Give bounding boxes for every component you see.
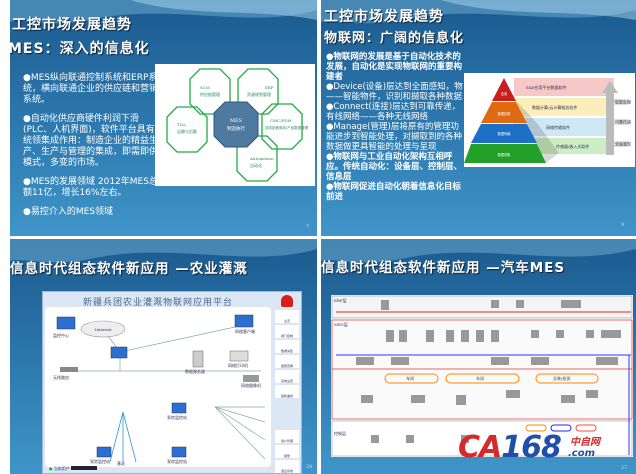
node-label: 泵房监控站 (167, 458, 187, 464)
wave-decoration (321, 239, 636, 263)
slide-title: 信息时代组态软件新应用 —农业灌溉 (10, 261, 248, 277)
user-icon: ● (49, 466, 53, 471)
node-label: 泵房监控站 (90, 458, 110, 464)
side-button-exit[interactable]: 退出系统 (275, 460, 299, 473)
iot-pyramid-diagram: 应用 数据处理 数据传输 数据采集 EAP应用平台数据软件 数据计算/云计算服务… (464, 73, 635, 167)
logo-cn: 中自网 (570, 437, 600, 448)
level-label: 数据传输 (498, 131, 512, 136)
side-label: 全面感知 (615, 141, 631, 147)
ring-label: 总装/检测 (553, 375, 570, 381)
bullet-list: ●MES纵向联通控制系统和ERP系统，横向联通企业的供应链和营销系统。 ●自动化… (23, 73, 163, 226)
network-area: Internet 监控中心 网络客户端 数据服务器 网络打印机 无线路由 网络摄… (45, 307, 271, 467)
node-label: SCM (200, 85, 210, 90)
band-label: 网络传输软件 (546, 124, 570, 130)
node-label: Automation (249, 156, 274, 161)
ring-label: 车间 (406, 375, 414, 381)
wave-decoration (10, 0, 317, 24)
level-label: 应用 (501, 91, 507, 96)
user-label: 当前用户 (53, 466, 70, 471)
bullet: ●易控介入的MES领域 (23, 207, 114, 217)
side-label: 可靠传递 (615, 119, 631, 125)
footer-user: ● 当前用户 (49, 466, 98, 472)
node-label: 网络客户端 (235, 328, 255, 334)
center-sublabel: 制造执行 (227, 125, 245, 132)
node-sublabel: 运输与后勤 (177, 128, 197, 134)
bullet: ●物联网与工业自动化架构互相呼应。传统自动化：设备层、控制层、信息层 (326, 152, 463, 182)
slide-title: 工控市场发展趋势 (324, 9, 444, 25)
side-button-alarm[interactable]: 报警查看 (275, 355, 299, 368)
node-label: 数据服务器 (185, 368, 205, 374)
slide-subtitle: MES：深入的信息化 (10, 41, 150, 57)
band-label: 数据计算/云计算服务软件 (532, 104, 577, 110)
layer-label: 控制层 (334, 430, 346, 436)
wave-decoration (10, 239, 317, 263)
node-label: 网络打印机 (228, 362, 248, 368)
bullet: ●物联网促进自动化朝着信息化目标前进 (326, 182, 461, 202)
center-label: MES (230, 118, 243, 124)
alarm-light-icon (281, 295, 293, 307)
side-button-trend[interactable]: 趋势曲线 (275, 385, 299, 398)
side-button-warning[interactable]: 报警 (275, 445, 299, 458)
node-sublabel: 协同制造商务/产品数据管理 (265, 125, 309, 130)
ring-label: 车间 (476, 375, 484, 381)
node-label: 基站 (117, 460, 125, 466)
bullet: ●MES的发展领域 2012年MES总额11亿，增长16%左右。 (23, 177, 158, 198)
mes-diagram: MES 制造执行 SCM 供应链管理 ERP 资源规划管理 T&L 运输与后勤 … (155, 64, 315, 186)
slide-title: 信息时代组态软件新应用 —汽车MES (321, 260, 566, 276)
page-number: 7 (306, 224, 310, 230)
side-button-data[interactable]: 数据采集 (275, 340, 299, 353)
logo-main: CA (458, 430, 502, 465)
logo-suffix: .com (568, 448, 596, 459)
app-panel: 新疆兵团农业灌溉物联网应用平台 Internet 监控中心 网络客户端 数据服务… (42, 291, 302, 474)
bullet: ●Device(设备)层达到全面感知，物——智能物件，识别和撷取各种数据 (326, 82, 463, 102)
level-label: 数据处理 (498, 111, 512, 116)
node-label: 泵房监控站 (167, 414, 187, 420)
layer-label: ERP层 (334, 297, 347, 303)
ca168-logo: CA168 中自网 .com (458, 430, 600, 465)
node-label: T&L (177, 122, 186, 127)
band-label: EAP应用平台数据软件 (526, 84, 567, 90)
node-sublabel: 资源规划管理 (247, 91, 271, 97)
mes-architecture-diagram: ERP层 MES层 控制层 车间 车间 总装/检测 (331, 295, 633, 457)
slide-title: 工控市场发展趋势 (12, 17, 132, 33)
slide-iot[interactable]: 工控市场发展趋势 物联网：广阔的信息化 ●物联网的发展是基于自动化技术的发展，自… (321, 0, 636, 236)
node-label: 网络摄像机 (241, 382, 261, 388)
bullet: ●物联网的发展是基于自动化技术的发展，自动化是实现物联网的重要构建者 (326, 52, 463, 82)
bullet: ●Connect(连接)层达到可靠传递，有线网络——各种无线网络 (326, 102, 461, 122)
node-label: 无线路由 (53, 374, 69, 380)
page-number: 28 (306, 464, 313, 470)
wave-decoration (321, 0, 636, 24)
level-label: 数据采集 (498, 152, 512, 157)
slide-auto-mes[interactable]: 信息时代组态软件新应用 —汽车MES ERP层 MES层 控制层 车间 车间 总… (321, 239, 636, 474)
node-sublabel: 自动化 (250, 162, 262, 168)
side-button-valve[interactable]: 阀门控制 (275, 325, 299, 338)
bullet: ●Manage(管理)层将原有的管理功能进步到智能处理，对撷取到的各种数据做更具… (326, 122, 463, 152)
node-label: Internet (95, 327, 112, 332)
slide-subtitle: 物联网：广阔的信息化 (324, 31, 465, 46)
page-number: 27 (621, 465, 628, 471)
page-number: 9 (621, 222, 625, 228)
panel-header: 新疆兵团农业灌溉物联网应用平台 (83, 298, 234, 308)
bullet-list: ●物联网的发展是基于自动化技术的发展，自动化是实现物联网的重要构建者 ●Devi… (326, 52, 464, 202)
side-button-users[interactable]: 用户管理 (275, 430, 299, 443)
side-button-settings[interactable]: 系统设置 (275, 370, 299, 383)
side-button-home[interactable]: 主页 (275, 310, 299, 323)
node-label: 监控中心 (53, 332, 69, 338)
side-label: 智能处理 (615, 99, 631, 105)
bullet: ●MES纵向联通控制系统和ERP系统，横向联通企业的供应链和营销系统。 (23, 73, 159, 105)
logo-num: 168 (501, 430, 562, 465)
band-label: 传感器/嵌入式软件 (556, 143, 589, 149)
layer-label: MES层 (334, 321, 348, 327)
node-sublabel: 供应链管理 (200, 91, 220, 97)
node-label: CMC/PDM (270, 118, 292, 123)
node-label: ERP (265, 85, 274, 90)
side-button-bar: 主页 阀门控制 数据采集 报警查看 系统设置 趋势曲线 用户管理 报警 退出系统 (275, 310, 299, 473)
bullet: ●自动化供应商硬件利润下滑(PLC、人机界面)，软件平台具有统领集成作用：制造企… (23, 114, 159, 168)
slide-agri[interactable]: 信息时代组态软件新应用 —农业灌溉 新疆兵团农业灌溉物联网应用平台 Intern… (10, 239, 317, 474)
slide-mes[interactable]: 工控市场发展趋势 MES：深入的信息化 ●MES纵向联通控制系统和ERP系统，横… (10, 0, 317, 236)
